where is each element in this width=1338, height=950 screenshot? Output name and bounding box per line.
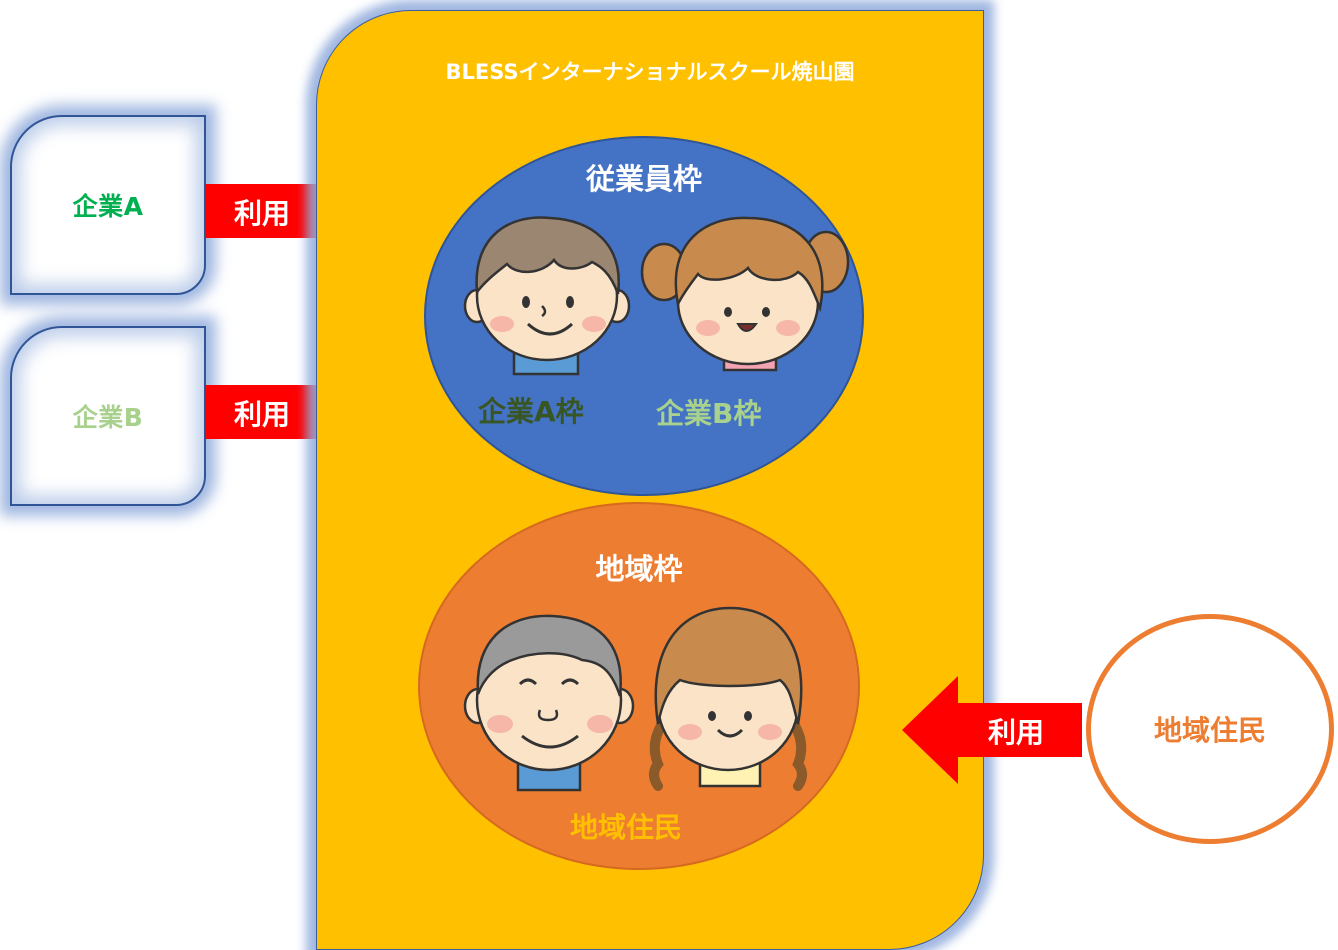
arrow-a-label: 利用 [233,197,290,230]
arrow-resident-label: 利用 [987,716,1044,749]
company-a-label: 企業A [72,192,144,221]
company-b-box: 企業B [10,326,206,506]
company-a-frame-label: 企業A枠 [478,395,584,428]
left-arrow-icon [902,676,1082,784]
resident-circle: 地域住民 [1086,614,1334,844]
braided-girl-face-icon [649,606,807,791]
resident-label: 地域住民 [1153,714,1266,747]
girl-face-icon [640,216,850,372]
company-b-frame-label: 企業B枠 [656,397,762,430]
company-a-box: 企業A [10,115,206,295]
boy-face-icon [463,216,631,376]
school-title: BLESSインターナショナルスクール焼山園 [445,60,855,84]
employee-frame-title: 従業員枠 [585,162,702,196]
company-b-label: 企業B [72,403,144,432]
arrow-b-label: 利用 [233,398,290,431]
grandpa-face-icon [463,614,635,792]
local-residents-frame-label: 地域住民 [570,811,683,844]
local-frame-title: 地域枠 [595,552,683,586]
